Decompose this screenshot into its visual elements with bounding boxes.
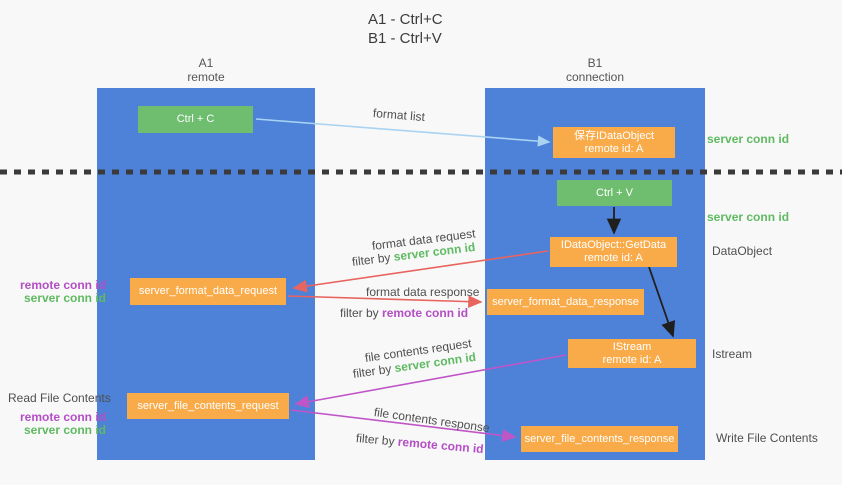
arrow-label-format-data-response: format data response	[366, 285, 480, 299]
node-idataobject-getdata: IDataObject::GetData remote id: A	[550, 237, 677, 267]
title-line1: A1 - Ctrl+C	[368, 11, 443, 28]
node-file-request-label: server_file_contents_request	[137, 399, 279, 412]
node-ctrl-v-label: Ctrl + V	[596, 186, 633, 199]
node-save-idataobject: 保存IDataObject remote id: A	[553, 127, 675, 158]
node-server-file-contents-request: server_file_contents_request	[127, 393, 289, 419]
node-server-format-data-request: server_format_data_request	[130, 278, 286, 305]
file-conn-ids: remote conn id server conn id	[18, 411, 106, 437]
lifeline-a-header: A1 remote	[97, 56, 315, 84]
label-file-remote-conn-id: remote conn id	[19, 410, 106, 424]
node-server-format-data-response: server_format_data_response	[487, 289, 644, 315]
lifeline-a-subtitle: remote	[187, 70, 225, 84]
label-format-remote-conn-id: remote conn id	[19, 278, 106, 292]
node-format-request-label: server_format_data_request	[138, 285, 278, 297]
node-ctrl-c-label: Ctrl + C	[176, 113, 215, 125]
node-getdata-line2: remote id: A	[584, 252, 643, 264]
label-server-conn-id-mid: server conn id	[707, 210, 790, 224]
node-istream: IStream remote id: A	[568, 339, 696, 368]
node-istream-line2: remote id: A	[602, 353, 662, 366]
label-format-server-conn-id: server conn id	[23, 291, 106, 305]
remote-conn-id-text-4: remote conn id	[397, 434, 485, 457]
remote-conn-id-text-2: remote conn id	[382, 306, 469, 320]
lifeline-b-subtitle: connection	[565, 70, 625, 84]
label-dataobject: DataObject	[712, 244, 773, 258]
lifeline-b-header: B1 connection	[485, 56, 705, 84]
diagram-title: A1 - Ctrl+C B1 - Ctrl+V	[368, 10, 443, 48]
label-read-file-contents: Read File Contents	[8, 391, 111, 405]
label-file-server-conn-id: server conn id	[23, 423, 106, 437]
arrow-label-filter-format-response: filter by remote conn id	[340, 306, 468, 320]
node-file-response-label: server_file_contents_response	[524, 432, 675, 445]
lifeline-b-name: B1	[587, 56, 603, 70]
arrow-label-file-contents-response: file contents response	[373, 405, 491, 436]
lifeline-a-name: A1	[198, 56, 214, 70]
format-conn-ids: remote conn id server conn id	[18, 279, 106, 305]
node-istream-line1: IStream	[612, 340, 652, 353]
label-istream: Istream	[712, 347, 753, 361]
node-format-response-label: server_format_data_response	[492, 295, 639, 308]
node-ctrl-c: Ctrl + C	[138, 106, 253, 133]
node-server-file-contents-response: server_file_contents_response	[521, 426, 678, 452]
node-getdata-line1: IDataObject::GetData	[560, 239, 667, 251]
label-write-file-contents: Write File Contents	[716, 431, 818, 445]
filter-by-text-2: filter by	[340, 306, 379, 320]
title-line2: B1 - Ctrl+V	[368, 30, 442, 47]
filter-by-text-1: filter by	[351, 250, 392, 269]
filter-by-text-3: filter by	[352, 361, 393, 381]
arrow-label-filter-file-response: filter by remote conn id	[355, 431, 484, 456]
arrow-label-format-list: format list	[372, 106, 426, 125]
filter-by-text-4: filter by	[355, 431, 396, 449]
node-save-idataobject-line2: remote id: A	[584, 142, 644, 155]
node-ctrl-v: Ctrl + V	[557, 180, 672, 206]
label-server-conn-id-top: server conn id	[707, 132, 790, 146]
node-save-idataobject-line1: 保存IDataObject	[573, 129, 655, 142]
